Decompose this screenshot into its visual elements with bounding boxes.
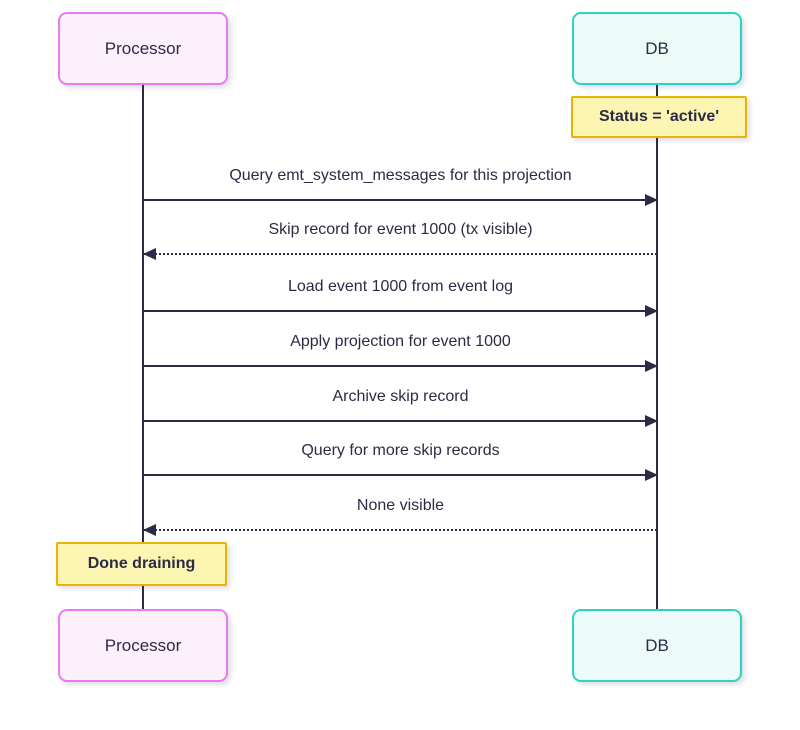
arrow-solid-right bbox=[144, 305, 658, 317]
actor-processor-label: Processor bbox=[104, 38, 182, 58]
message-archive-skip-record: Archive skip record bbox=[144, 386, 658, 427]
message-query-emt-system-messages: Query emt_system_messages for this proje… bbox=[144, 165, 658, 206]
lifeline-db bbox=[656, 85, 658, 609]
arrow-dotted-left bbox=[143, 248, 657, 260]
note-status-active: Status = 'active' bbox=[571, 96, 747, 138]
message-label: Skip record for event 1000 (tx visible) bbox=[268, 221, 533, 238]
arrowhead-right-icon bbox=[645, 415, 658, 427]
arrow-dotted-left bbox=[143, 524, 657, 536]
message-apply-projection: Apply projection for event 1000 bbox=[144, 331, 658, 372]
arrow-solid-right bbox=[144, 194, 658, 206]
message-label: Query for more skip records bbox=[301, 442, 500, 459]
message-label: Apply projection for event 1000 bbox=[290, 333, 511, 350]
message-query-more-skip-records: Query for more skip records bbox=[144, 440, 658, 481]
note-done-text: Done draining bbox=[87, 555, 196, 572]
arrowhead-right-icon bbox=[645, 469, 658, 481]
message-label: None visible bbox=[356, 497, 445, 514]
actor-db-label: DB bbox=[645, 635, 669, 655]
message-none-visible: None visible bbox=[143, 495, 657, 536]
arrowhead-left-icon bbox=[143, 524, 156, 536]
actor-db-label: DB bbox=[645, 38, 669, 58]
note-done-draining: Done draining bbox=[56, 542, 227, 586]
actor-processor-label: Processor bbox=[104, 635, 182, 655]
note-status-text: Status = 'active' bbox=[598, 108, 720, 125]
message-skip-record: Skip record for event 1000 (tx visible) bbox=[143, 219, 657, 260]
message-label: Load event 1000 from event log bbox=[287, 278, 514, 295]
lifeline-processor bbox=[142, 85, 144, 609]
arrow-solid-right bbox=[144, 469, 658, 481]
actor-processor-top: Processor bbox=[58, 12, 228, 85]
message-label: Query emt_system_messages for this proje… bbox=[229, 167, 572, 184]
actor-db-top: DB bbox=[572, 12, 742, 85]
message-load-event: Load event 1000 from event log bbox=[144, 276, 658, 317]
message-label: Archive skip record bbox=[332, 388, 469, 405]
arrow-solid-right bbox=[144, 360, 658, 372]
arrow-solid-right bbox=[144, 415, 658, 427]
actor-db-bottom: DB bbox=[572, 609, 742, 682]
arrowhead-right-icon bbox=[645, 305, 658, 317]
arrowhead-right-icon bbox=[645, 194, 658, 206]
arrowhead-right-icon bbox=[645, 360, 658, 372]
arrowhead-left-icon bbox=[143, 248, 156, 260]
actor-processor-bottom: Processor bbox=[58, 609, 228, 682]
